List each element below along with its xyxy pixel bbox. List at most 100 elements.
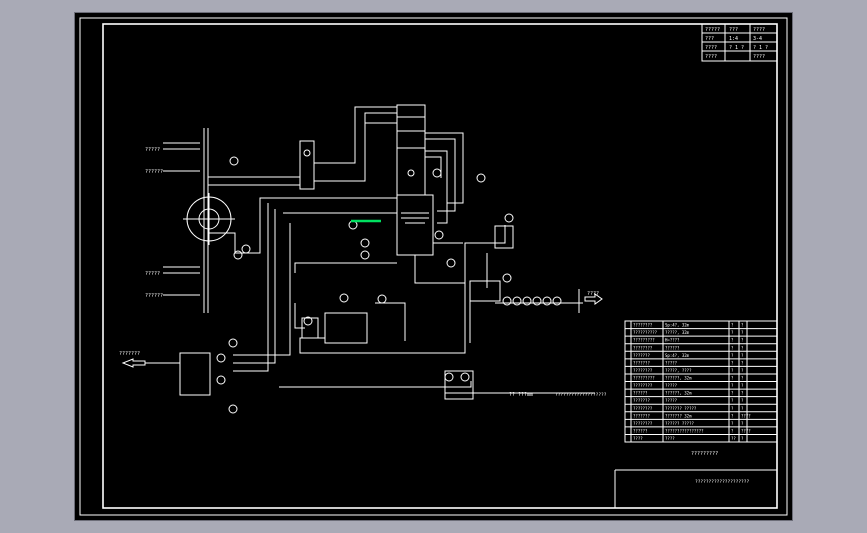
bom-caption: ????????? xyxy=(691,451,718,457)
bom-cell: ??????, 32m xyxy=(665,391,692,396)
bom-cell: ? xyxy=(731,391,734,396)
bom-cell: ? xyxy=(731,376,734,381)
title-cell-r0c2: ???? xyxy=(753,27,765,33)
bom-cell: ? xyxy=(731,383,734,388)
title-cell-r1c0: ??? xyxy=(705,36,714,42)
bom-cell: H=???? xyxy=(665,338,680,343)
inlet-label-3: ????? xyxy=(145,271,160,277)
bom-cell: ? xyxy=(741,368,744,373)
bom-cell: ? xyxy=(741,383,744,388)
heat-exchanger xyxy=(299,140,315,190)
bom-cell: ???? xyxy=(741,428,751,433)
bom-cell: ? xyxy=(731,323,734,328)
cad-drawing: ????? ??? ???? ??? 1:4 3-4 ???? ? 1 ? ? … xyxy=(79,17,788,516)
bom-cell: ?? xyxy=(731,436,736,441)
title-cell-r3c2: ???? xyxy=(753,54,765,60)
title-cell-r2c0: ???? xyxy=(705,45,717,51)
title-cell-r1c1: 1:4 xyxy=(729,36,738,42)
bom-cell: ? xyxy=(731,413,734,418)
bom-table: ????????Sp:4?, 32m?????????????????, 32m… xyxy=(614,320,778,508)
bom-cell: ? xyxy=(741,338,744,343)
left-outlet-arrow xyxy=(121,358,146,368)
separator-vessel xyxy=(494,225,514,249)
bom-cell: ??????? ????? xyxy=(665,406,697,411)
bom-cell: ? xyxy=(731,360,734,365)
bom-cell: ????????? xyxy=(633,376,655,381)
bom-cell: ? xyxy=(741,330,744,335)
title-cell-r0c0: ????? xyxy=(705,27,720,33)
outer-border xyxy=(79,17,788,516)
bom-cell: ? xyxy=(731,338,734,343)
settling-tank xyxy=(324,312,368,344)
bom-cell: ? xyxy=(741,376,744,381)
title-block: ????? ??? ???? ??? 1:4 3-4 ???? ? 1 ? ? … xyxy=(701,23,778,62)
bom-cell: ???????? xyxy=(633,406,653,411)
bom-cell: ? xyxy=(731,345,734,350)
bom-cell: ?????????? xyxy=(633,330,658,335)
bom-cell: ? xyxy=(731,330,734,335)
bom-cell: ?????? xyxy=(665,345,680,350)
bom-cell: ? xyxy=(741,360,744,365)
bom-cell: ? xyxy=(741,345,744,350)
bom-cell: ??????? xyxy=(633,398,650,403)
title-cell-r2c2: ? 1 ? xyxy=(753,45,768,51)
bom-cell: ? xyxy=(731,398,734,403)
bom-cell: ??????? xyxy=(633,353,650,358)
surge-tank xyxy=(469,280,501,302)
inlet-label-4: ?????? xyxy=(145,293,163,299)
bom-cell: ???????? xyxy=(633,421,653,426)
bottom-right-label: ??????????????????? xyxy=(555,392,607,398)
bom-cell: ?????? xyxy=(633,391,648,396)
bom-cell: ??????, 32m xyxy=(665,376,692,381)
bom-cell: ????? xyxy=(665,360,678,365)
bom-cell: ? xyxy=(731,421,734,426)
title-cell-r1c2: 3-4 xyxy=(753,36,762,42)
title-cell-r3c0: ???? xyxy=(705,54,717,60)
bom-cell: ?????, 32m xyxy=(665,330,690,335)
bom-cell: ???????? xyxy=(633,383,653,388)
inner-border xyxy=(102,23,778,509)
bom-footer: ???????????????????? xyxy=(695,479,749,485)
bom-cell: ? xyxy=(731,353,734,358)
bom-cell: ? xyxy=(741,421,744,426)
heat-exchanger-tag xyxy=(303,149,311,157)
bom-cell: ? xyxy=(741,323,744,328)
bom-cell: ? xyxy=(741,436,744,441)
right-outlet-label: ???? xyxy=(587,291,599,297)
bom-cell: ????????? xyxy=(633,338,655,343)
left-vessel xyxy=(183,193,235,245)
bom-cell: ???????? xyxy=(633,368,653,373)
instrument-tags xyxy=(216,156,514,414)
bom-cell: ? xyxy=(741,398,744,403)
bom-cell: ???????????????? xyxy=(665,428,704,433)
small-tank xyxy=(301,317,319,339)
bom-cell: Sp:4?, 32m xyxy=(665,323,690,328)
pump-row: ???? xyxy=(502,289,603,313)
bom-cell: ? xyxy=(731,428,734,433)
absorber-column xyxy=(396,104,434,256)
bom-cell: ?????? xyxy=(633,428,648,433)
inlet-label-1: ????? xyxy=(145,147,160,153)
bom-cell: ???????? xyxy=(633,345,653,350)
title-cell-r0c1: ??? xyxy=(729,27,738,33)
bom-cell: ????? xyxy=(665,398,678,403)
bom-cell: ? xyxy=(741,353,744,358)
bom-cell: ??????? 32m xyxy=(665,413,692,418)
bom-cell: ?????? ????? xyxy=(665,421,694,426)
bom-cell: ??????? xyxy=(633,360,650,365)
bom-cell: Sp:4?, 32m xyxy=(665,353,690,358)
title-cell-r2c1: ? 1 ? xyxy=(729,45,744,51)
dosing-tank xyxy=(179,352,211,396)
bom-cell: ??????? xyxy=(633,413,650,418)
drawing-sheet: ????? ??? ???? ??? 1:4 3-4 ???? ? 1 ? ? … xyxy=(75,13,792,520)
bom-cell: ? xyxy=(731,368,734,373)
bom-cell: ? xyxy=(741,391,744,396)
left-outlet-label: ??????? xyxy=(119,351,140,357)
bom-cell: ????? xyxy=(665,383,678,388)
bottom-line-label: ?? ???mm xyxy=(509,392,533,398)
bom-cell: ? xyxy=(741,406,744,411)
pump-skid xyxy=(444,370,474,400)
bom-cell: ???? xyxy=(665,436,675,441)
left-inlet-lines: ????? ?????? ????? ?????? xyxy=(145,128,209,313)
